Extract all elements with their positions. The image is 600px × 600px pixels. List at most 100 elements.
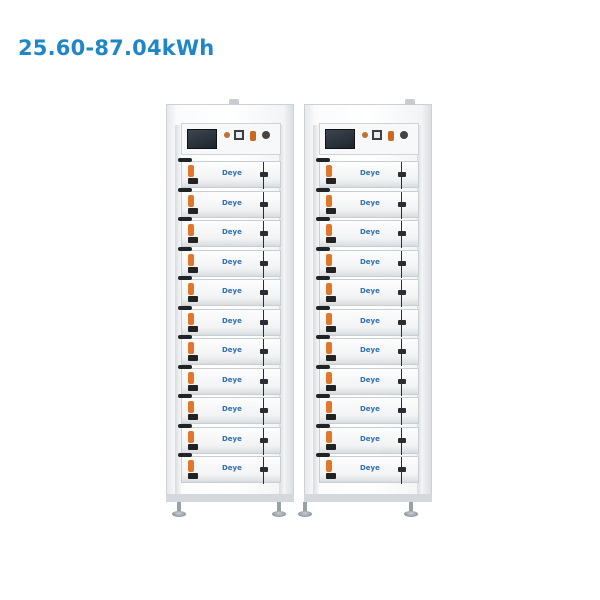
control-box (319, 123, 419, 155)
brand-logo: Deye (222, 434, 242, 443)
battery-module: Deye (316, 364, 419, 396)
terminal (398, 378, 406, 384)
power-connector (188, 312, 194, 325)
power-connector (188, 430, 194, 443)
power-connector (188, 283, 194, 295)
comm-connector (188, 414, 198, 420)
battery-module: Deye (316, 217, 419, 248)
link-cable (316, 158, 330, 162)
link-cable (316, 335, 330, 339)
brand-logo: Deye (222, 257, 242, 266)
link-cable (316, 453, 330, 457)
terminal (260, 467, 268, 472)
capacity-heading: 25.60-87.04kWh (18, 36, 215, 60)
comm-connector (326, 178, 336, 184)
battery-module: Deye (316, 335, 419, 366)
terminal (260, 319, 268, 325)
leveling-foot (172, 502, 186, 518)
power-connector (188, 371, 194, 384)
comm-connector (188, 384, 198, 391)
brand-logo: Deye (222, 405, 242, 413)
link-cable (178, 158, 192, 162)
battery-module: Deye (178, 453, 281, 484)
brand-logo: Deye (360, 169, 380, 177)
comm-connector (188, 355, 198, 361)
cabinet-base (304, 494, 432, 502)
power-terminal (250, 131, 256, 141)
indicator-light (362, 132, 368, 138)
brand-logo: Deye (360, 405, 380, 413)
battery-module: Deye (316, 394, 419, 425)
control-box (181, 123, 281, 155)
comm-port (400, 131, 408, 139)
battery-module: Deye (178, 158, 281, 189)
terminal (398, 231, 406, 236)
battery-module: Deye (178, 276, 281, 307)
power-connector (326, 430, 332, 443)
battery-module: Deye (316, 276, 419, 307)
terminal (260, 290, 268, 295)
power-connector (326, 283, 332, 295)
comm-connector (188, 325, 198, 332)
brand-logo: Deye (222, 316, 242, 325)
comm-connector (326, 237, 336, 243)
power-connector (188, 342, 194, 354)
brand-logo: Deye (222, 198, 242, 207)
terminal (398, 467, 406, 472)
battery-module: Deye (178, 364, 281, 396)
comm-connector (326, 414, 336, 420)
display-screen (187, 129, 217, 149)
power-connector (326, 312, 332, 325)
brand-logo: Deye (360, 464, 380, 472)
brand-logo: Deye (360, 434, 380, 443)
brand-logo: Deye (360, 375, 380, 384)
power-terminal (388, 131, 394, 141)
lifting-lug (229, 99, 239, 105)
power-connector (188, 460, 194, 472)
terminal (398, 172, 406, 177)
comm-connector (326, 355, 336, 361)
brand-logo: Deye (360, 257, 380, 266)
power-connector (326, 194, 332, 207)
power-connector (188, 224, 194, 236)
switch-port (372, 130, 382, 140)
terminal (260, 378, 268, 384)
power-connector (326, 371, 332, 384)
terminal (398, 349, 406, 354)
indicator-light (224, 132, 230, 138)
link-cable (178, 394, 192, 398)
power-connector (326, 224, 332, 236)
link-cable (178, 335, 192, 339)
link-cable (178, 453, 192, 457)
terminal (260, 201, 268, 207)
battery-module: Deye (316, 453, 419, 484)
link-cable (178, 305, 192, 310)
link-cable (316, 187, 330, 192)
battery-module: Deye (178, 394, 281, 425)
brand-logo: Deye (222, 464, 242, 472)
switch-port (234, 130, 244, 140)
power-connector (188, 165, 194, 177)
comm-connector (326, 207, 336, 214)
brand-logo: Deye (222, 287, 242, 295)
battery-module: Deye (316, 187, 419, 219)
link-cable (316, 276, 330, 280)
link-cable (316, 305, 330, 310)
comm-connector (326, 384, 336, 391)
link-cable (178, 217, 192, 221)
link-cable (178, 423, 192, 428)
comm-port (262, 131, 270, 139)
terminal (260, 349, 268, 354)
power-connector (188, 194, 194, 207)
terminal (398, 201, 406, 207)
brand-logo: Deye (360, 287, 380, 295)
power-connector (326, 253, 332, 266)
link-cable (316, 246, 330, 251)
comm-connector (188, 266, 198, 273)
battery-module: Deye (178, 423, 281, 455)
link-cable (316, 217, 330, 221)
terminal (260, 172, 268, 177)
